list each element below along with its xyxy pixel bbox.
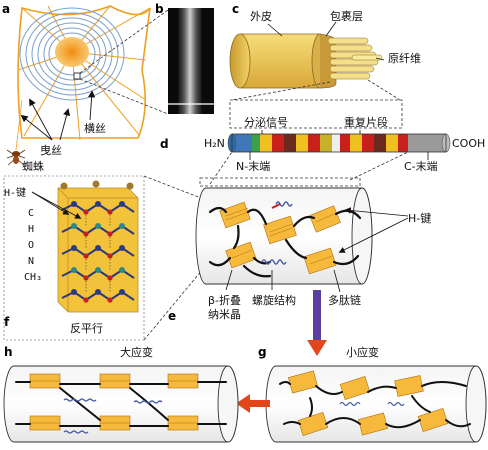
e-hbond-label: H-键 <box>408 211 431 225</box>
arrow-e-to-g <box>307 290 327 356</box>
panel-e-letter: e <box>168 309 176 323</box>
chains-g <box>279 381 471 429</box>
legend-ch3: CH₃ <box>24 272 42 283</box>
sequence-bar <box>227 133 451 153</box>
fibril-label: 原纤维 <box>388 52 421 65</box>
chain-label: 多肽链 <box>328 293 361 307</box>
legend-c: C <box>28 208 34 219</box>
nanocrystals-e <box>219 201 341 275</box>
panel-d-letter: d <box>160 137 169 151</box>
legend-n: N <box>28 256 34 267</box>
large-strain-title: 大应变 <box>120 345 153 359</box>
atoms <box>60 180 134 303</box>
panel-c: c 外皮 包裹层 原纤维 <box>229 2 421 101</box>
helix-label: 螺旋结构 <box>252 293 296 307</box>
f-hbond-label: H-键 <box>4 186 26 199</box>
fibril-bundle <box>327 37 383 80</box>
panel-b: b <box>155 2 214 114</box>
c-term-label: C-末端 <box>404 159 438 173</box>
skin-label: 外皮 <box>250 10 272 23</box>
spiral-label: 横丝 <box>84 121 106 135</box>
dragline-label: 曳丝 <box>40 144 62 157</box>
zoom-box <box>73 72 81 80</box>
chains-h <box>15 381 227 427</box>
panel-b-letter: b <box>155 2 164 16</box>
panel-h-letter: h <box>4 345 13 359</box>
panel-h: h 大应变 <box>3 345 239 443</box>
panel-c-letter: c <box>232 2 239 16</box>
cooh-label: COOH <box>452 137 485 150</box>
small-strain-title: 小应变 <box>346 345 379 359</box>
helix-segments-e <box>261 201 293 265</box>
legend-o: O <box>28 240 34 251</box>
panel-f: f H-键 C H O N CH₃ <box>3 175 233 341</box>
panel-g: g 小应变 <box>258 345 487 443</box>
panel-e: e <box>168 177 431 323</box>
arrow-g-to-h <box>236 394 270 413</box>
beta-label: β-折叠 纳米晶 <box>208 293 245 321</box>
panel-f-letter: f <box>4 315 10 329</box>
helix-g <box>339 401 405 407</box>
antiparallel-label: 反平行 <box>70 322 103 335</box>
spider-label: 蜘蛛 <box>22 159 44 173</box>
repeat-label: 重复片段 <box>344 115 388 129</box>
panel-g-letter: g <box>258 345 267 359</box>
n-term-label: N-末端 <box>236 159 270 173</box>
spider-icon <box>6 149 26 166</box>
panel-a-letter: a <box>2 2 10 16</box>
panel-d: d 分泌信号 重复片段 H₂N COOH <box>160 99 485 185</box>
secretion-label: 分泌信号 <box>244 116 288 129</box>
coating-label: 包裹层 <box>330 9 363 23</box>
panel-a: a <box>2 2 169 173</box>
helix-h <box>63 398 163 434</box>
h2n-label: H₂N <box>204 137 225 150</box>
legend-h: H <box>28 224 34 235</box>
